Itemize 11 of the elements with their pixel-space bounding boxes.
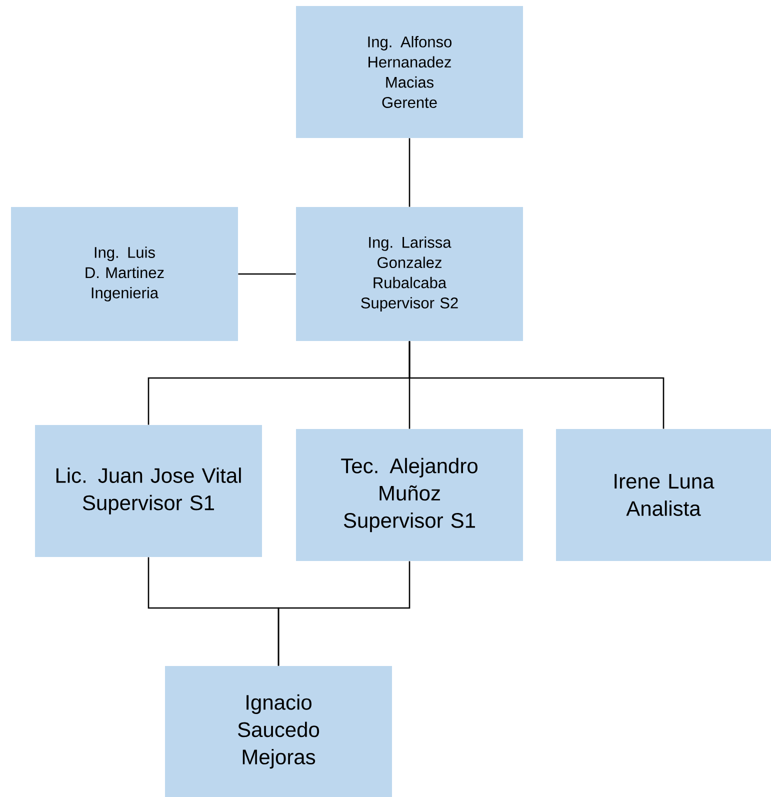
org-box: Lic. Juan Jose Vital Supervisor S1 [35, 425, 262, 557]
org-box: Ing. Larissa Gonzalez Rubalcaba Supervisor S2 [296, 207, 523, 341]
connector-line [408, 138, 410, 207]
org-box: Ing. Luis D. Martinez Ingenieria [11, 207, 238, 341]
connector-line [408, 341, 664, 429]
org-box: Ing. Alfonso Hernanadez Macias Gerente [296, 6, 523, 138]
connector-line [238, 273, 296, 275]
org-box: Irene Luna Analista [556, 429, 771, 561]
org-box: Tec. Alejandro Muñoz Supervisor S1 [296, 429, 523, 561]
connector-line [278, 561, 410, 666]
org-box: Ignacio Saucedo Mejoras [165, 666, 392, 797]
